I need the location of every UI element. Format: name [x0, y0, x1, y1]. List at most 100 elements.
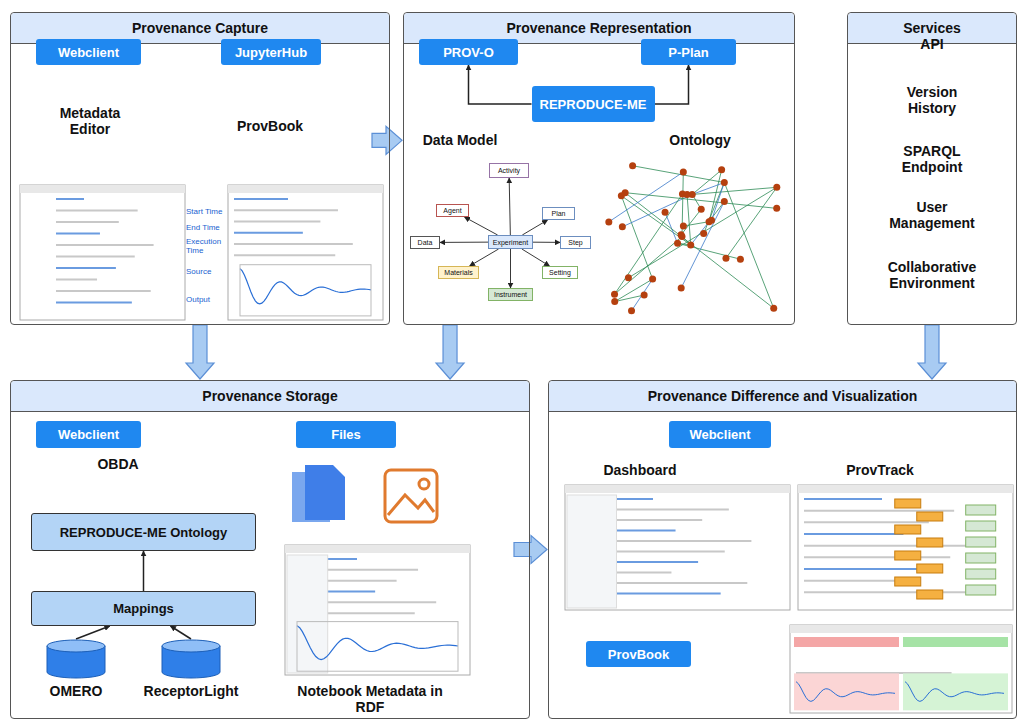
- trace-box: [895, 551, 921, 560]
- caption-label: OBDA: [68, 456, 168, 472]
- trace-box: [966, 521, 996, 531]
- connector-arrow: [143, 551, 145, 591]
- diff-old-area: [794, 673, 899, 710]
- caption-label: Metadata Editor: [40, 105, 140, 137]
- ontology-edge: [692, 182, 724, 194]
- plot-frame: [240, 265, 371, 316]
- ontology-dot: [619, 223, 626, 230]
- ontology-edge: [692, 170, 721, 195]
- cylinder-top: [47, 640, 105, 652]
- ontology-dot: [687, 241, 694, 248]
- screenshot-bar: [790, 625, 1012, 633]
- screenshot-line: [56, 290, 151, 292]
- screenshot: [285, 545, 470, 675]
- data-model-box: Data: [410, 236, 440, 249]
- component-button: Webclient: [669, 421, 771, 448]
- ontology-dot: [737, 256, 744, 263]
- cylinder-top: [162, 640, 220, 652]
- ontology-dot: [622, 189, 629, 196]
- ontology-dot: [722, 255, 729, 262]
- ontology-dot: [674, 240, 681, 247]
- trace-box: [917, 538, 943, 547]
- ontology-dot: [684, 191, 691, 198]
- ontology-dot: [721, 198, 728, 205]
- block-arrow: [372, 126, 402, 154]
- connector-arrow: [470, 249, 499, 266]
- ontology-edge: [683, 222, 709, 226]
- ontology-dot: [605, 218, 612, 225]
- caption-label: User Management: [877, 199, 987, 231]
- data-model-box: Agent: [436, 204, 469, 217]
- trace-box: [895, 577, 921, 586]
- node-text: Experiment: [493, 239, 528, 246]
- screenshot-line: [234, 198, 288, 200]
- screenshot: [228, 185, 383, 320]
- ontology-edge: [692, 187, 777, 194]
- screenshot-sidebar: [567, 495, 617, 608]
- image-icon: [385, 470, 437, 522]
- trace-box: [895, 499, 921, 508]
- ontology-dot: [708, 217, 715, 224]
- ontology-graph: [605, 162, 780, 314]
- trace-box: [917, 564, 943, 573]
- ontology-dot: [721, 179, 728, 186]
- panel-heading: Provenance Storage: [202, 388, 337, 404]
- block-arrow: [918, 325, 946, 379]
- connector-arrow: [76, 626, 110, 639]
- callout-label: Execution Time: [186, 238, 226, 256]
- node-text: Data: [418, 239, 433, 246]
- ontology-edge: [615, 279, 653, 301]
- ontology-dot: [662, 209, 669, 216]
- connector-arrow: [440, 242, 488, 243]
- data-model-box: Experiment: [488, 235, 533, 249]
- screenshot-frame: [285, 545, 470, 675]
- data-model-box: Instrument: [488, 288, 533, 301]
- image-mountain: [388, 495, 434, 515]
- node-text: JupyterHub: [235, 45, 307, 60]
- screenshot-line: [804, 568, 925, 570]
- screenshot-line: [804, 533, 903, 535]
- panel-heading: Provenance Representation: [506, 20, 691, 36]
- callout-label: Output: [186, 296, 226, 305]
- ontology-edge: [632, 279, 653, 311]
- block-arrow: [186, 325, 214, 379]
- node-text: REPRODUCE-ME: [540, 97, 647, 112]
- screenshot-line: [56, 256, 135, 258]
- ontology-dot: [611, 291, 618, 298]
- screenshot-line: [234, 209, 338, 211]
- document-icon: [292, 465, 345, 522]
- ontology-edge: [726, 187, 777, 258]
- ontology-dot: [678, 284, 685, 291]
- ontology-edge: [622, 194, 692, 226]
- ontology-edge: [609, 172, 684, 222]
- screenshot-line: [56, 267, 116, 269]
- connector-arrow: [469, 65, 532, 104]
- document-page: [305, 465, 345, 520]
- connector-arrow: [509, 178, 510, 235]
- component-button: REPRODUCE-ME: [532, 86, 655, 122]
- trace-box: [917, 512, 943, 521]
- screenshot-sidebar: [287, 555, 328, 673]
- screenshot-line: [234, 254, 335, 256]
- screenshot-line: [234, 243, 353, 245]
- screenshot-line: [56, 221, 119, 223]
- screenshot-line: [804, 510, 954, 512]
- caption-label: SPARQL Endpoint: [882, 143, 982, 175]
- screenshot-bar: [798, 485, 1013, 493]
- node-text: Webclient: [58, 45, 119, 60]
- data-model-box: Step: [560, 236, 591, 249]
- component-button: Files: [296, 421, 396, 448]
- screenshot-line: [804, 545, 976, 547]
- ontology-dot: [698, 206, 705, 213]
- section-panel: Provenance RepresentationPROV-OP-PlanREP…: [403, 12, 795, 325]
- component-button: Webclient: [36, 39, 141, 65]
- database-label: OMERO: [31, 683, 121, 699]
- ontology-edge: [665, 212, 677, 243]
- panel-heading: Provenance Difference and Visualization: [648, 388, 918, 404]
- node-text: Setting: [549, 269, 571, 276]
- trace-box: [895, 525, 921, 534]
- trace-box: [966, 553, 996, 563]
- node-text: Webclient: [58, 427, 119, 442]
- plot-curve: [796, 682, 895, 702]
